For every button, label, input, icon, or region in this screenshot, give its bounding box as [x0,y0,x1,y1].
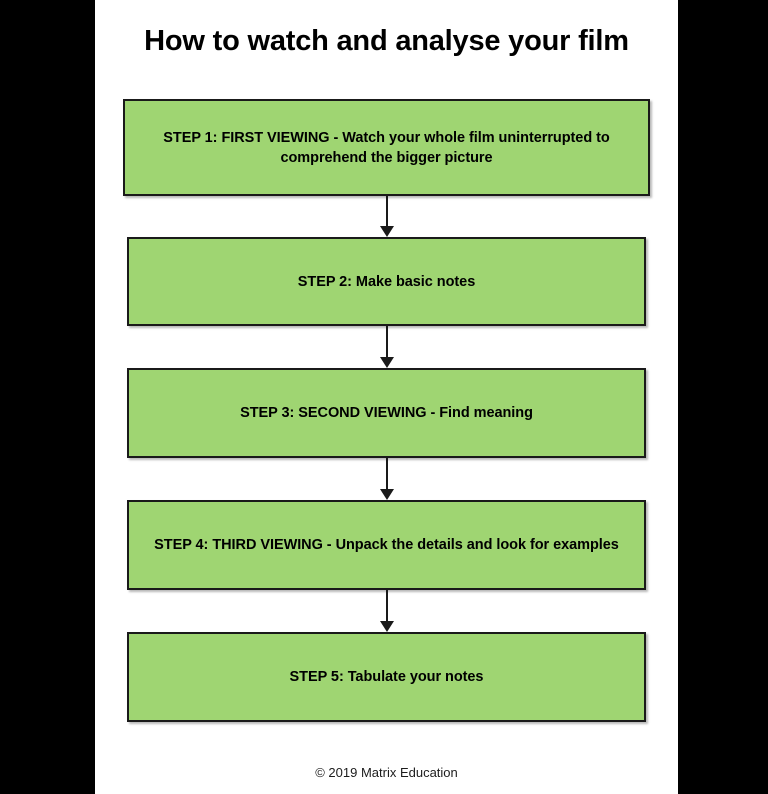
flow-arrow-1-to-2 [378,196,396,237]
flow-step-label-5: STEP 5: Tabulate your notes [289,669,484,685]
arrow-shaft-icon [386,458,388,489]
arrow-head-icon [380,357,394,368]
arrow-head-icon [380,489,394,500]
arrow-shaft-icon [386,196,388,226]
white-page-area: How to watch and analyse your film STEP … [95,0,678,794]
flow-step-label-2: STEP 2: Make basic notes [297,273,476,290]
arrow-head-icon [380,226,394,237]
flow-arrow-2-to-3 [378,326,396,368]
arrow-shaft-icon [386,326,388,357]
flow-step-box-4: STEP 4: THIRD VIEWING - Unpack the detai… [127,500,646,590]
arrow-head-icon [380,621,394,632]
flow-step-box-5: STEP 5: Tabulate your notes [127,632,646,722]
flow-step-label-1: STEP 1: FIRST VIEWING - Watch your whole… [163,129,610,166]
flow-step-box-1: STEP 1: FIRST VIEWING - Watch your whole… [123,99,650,196]
flow-step-box-3: STEP 3: SECOND VIEWING - Find meaning [127,368,646,458]
flow-step-label-4: STEP 4: THIRD VIEWING - Unpack the detai… [154,537,619,553]
flow-step-label-3: STEP 3: SECOND VIEWING - Find meaning [240,405,533,421]
flow-arrow-4-to-5 [378,590,396,632]
flow-step-box-2: STEP 2: Make basic notes [127,237,646,326]
copyright-footer: © 2019 Matrix Education [315,765,458,780]
page-title: How to watch and analyse your film [144,25,629,57]
flow-arrow-3-to-4 [378,458,396,500]
arrow-shaft-icon [386,590,388,621]
